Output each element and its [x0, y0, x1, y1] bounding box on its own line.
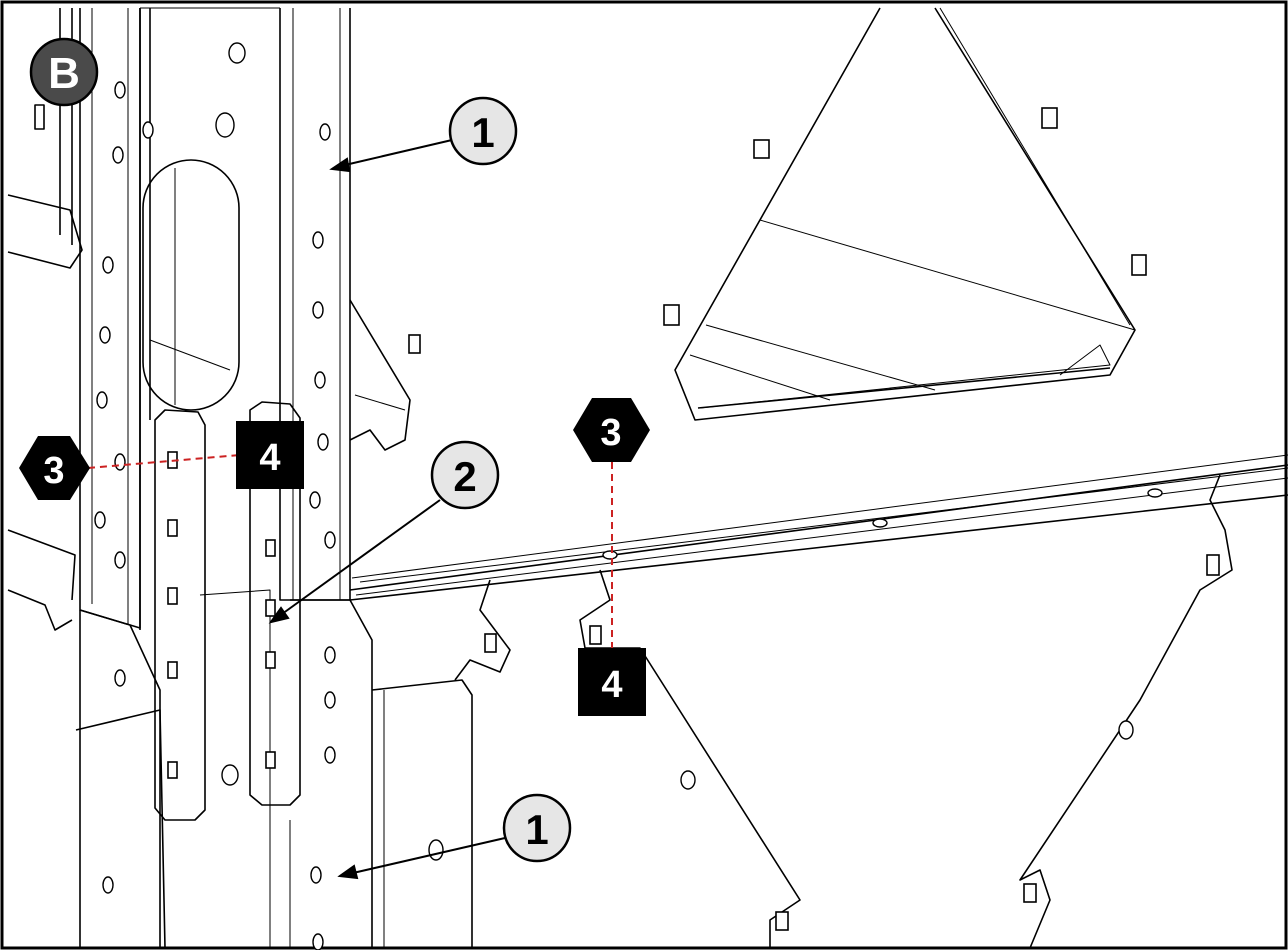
bolt-marker-right: 3 — [573, 398, 650, 462]
lower-left-post — [79, 609, 161, 948]
upright-bracket — [349, 299, 411, 451]
leader-arrows — [268, 139, 506, 880]
callout-part2: 2 — [430, 440, 500, 510]
callout-part1-top: 1 — [448, 96, 518, 166]
marker-label: 3 — [43, 450, 64, 492]
lower-right-post — [290, 599, 373, 948]
splice-plate-right — [249, 401, 301, 806]
bolt-marker-left: 3 — [19, 436, 90, 500]
lower-plate-tab-left — [454, 579, 511, 681]
alignment-lines — [87, 454, 613, 650]
callout-label: 1 — [525, 806, 548, 853]
nut-marker-right: 4 — [578, 648, 646, 716]
marker-label: 4 — [601, 664, 622, 706]
left-lower-plate — [7, 529, 76, 601]
line-art — [7, 7, 1288, 949]
upper-triangle-plate — [674, 7, 1136, 421]
marker-label: 3 — [600, 412, 621, 454]
holes — [94, 42, 1163, 950]
step-badge: B — [29, 37, 99, 107]
marker-label: 4 — [259, 437, 280, 479]
left-alignment-line — [87, 454, 241, 469]
shelf-rail — [349, 464, 1288, 591]
splice-plate-left — [154, 409, 206, 821]
callout-part1-bottom: 1 — [502, 793, 572, 863]
callout-label: 2 — [453, 453, 476, 500]
step-badge-label: B — [48, 49, 80, 98]
callout-label: 1 — [471, 109, 494, 156]
left-back-plate — [7, 194, 83, 269]
nut-marker-left: 4 — [236, 421, 304, 489]
oval-slot — [142, 159, 240, 411]
lower-plate-right — [1019, 474, 1233, 949]
